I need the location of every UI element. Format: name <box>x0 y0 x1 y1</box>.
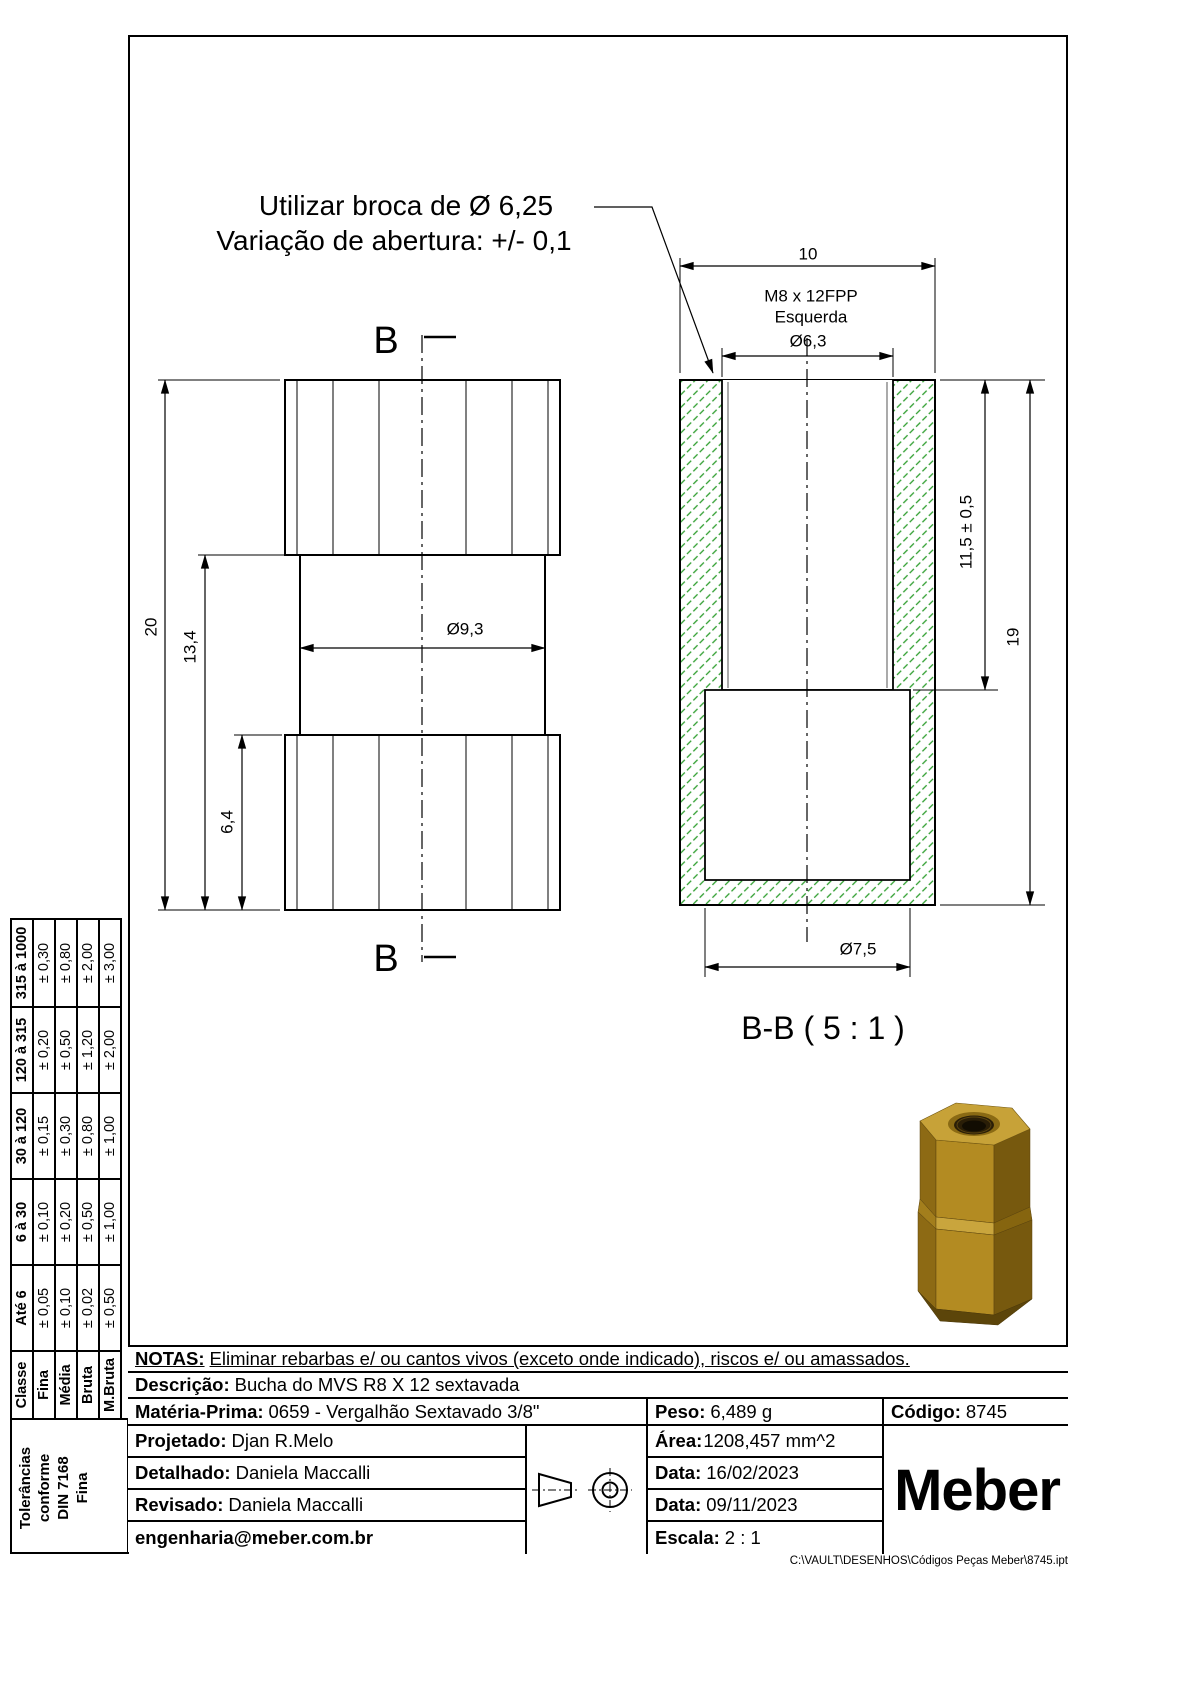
meber-logo: Meber <box>894 1457 1061 1523</box>
file-path: C:\VAULT\DESENHOS\Códigos Peças Meber\87… <box>789 1555 1068 1567</box>
raw-material-value: 0659 - Vergalhão Sextavado 3/8" <box>268 1400 540 1422</box>
tolerance-row-media: Média ± 0,10 ± 0,20 ± 0,30 ± 0,50 ± 0,80 <box>55 919 77 1419</box>
section-label-bottom: B <box>373 938 399 980</box>
first-angle-projection-icon <box>531 1468 632 1512</box>
weight-cell: Peso:6,489 g <box>648 1399 884 1426</box>
email-cell: engenharia@meber.com.br <box>128 1522 527 1554</box>
description-row: Descrição:Bucha do MVS R8 X 12 sextavada <box>128 1373 1068 1399</box>
drill-note-line1: Utilizar broca de Ø 6,25 <box>258 190 554 221</box>
detailed-by-cell: Detalhado:Daniela Maccalli <box>128 1458 527 1490</box>
notes-row: NOTAS:Eliminar rebarbas e/ ou cantos viv… <box>128 1347 1068 1373</box>
dim-section-width: 10 <box>798 244 818 264</box>
section-view <box>594 206 1045 977</box>
notas-label: NOTAS: <box>135 1348 205 1369</box>
dim-lower-height: 6,4 <box>217 810 237 834</box>
thread-hand: Esquerda <box>774 307 848 327</box>
weight-value: 6,489 g <box>710 1400 773 1422</box>
tol-h-30a120: 30 à 120 <box>11 1093 33 1179</box>
date1-cell: Data:16/02/2023 <box>648 1458 884 1490</box>
dim-mid-height: 13,4 <box>180 630 200 664</box>
thread-spec: M8 x 12FPP <box>764 286 858 306</box>
dim-section-height: 19 <box>1003 627 1023 647</box>
reviewed-by-cell: Revisado:Daniela Maccalli <box>128 1490 527 1522</box>
section-label-top: B <box>373 320 399 362</box>
left-extension-lines <box>158 379 296 911</box>
designed-by-cell: Projetado:Djan R.Melo <box>128 1426 527 1458</box>
description-value: Bucha do MVS R8 X 12 sextavada <box>234 1374 520 1395</box>
din-note-box <box>10 1418 129 1554</box>
drill-note-line2: Variação de abertura: +/- 0,1 <box>216 225 572 256</box>
tolerance-header-row: Classe Até 6 6 à 30 30 à 120 120 à 315 3… <box>11 919 33 1419</box>
hex-facet-lines <box>296 380 549 910</box>
notas-text: Eliminar rebarbas e/ ou cantos vivos (ex… <box>209 1348 910 1369</box>
area-cell: Área:1208,457 mm^2 <box>648 1426 884 1458</box>
raw-material-cell: Matéria-Prima:0659 - Vergalhão Sextavado… <box>128 1399 648 1426</box>
section-title: B-B ( 5 : 1 ) <box>741 1010 905 1046</box>
left-view <box>158 335 561 962</box>
note-leader-line <box>594 206 714 374</box>
tol-h-6a30: 6 à 30 <box>11 1179 33 1265</box>
din-tolerance-note: Tolerâncias conforme DIN 7168 Fina <box>17 1446 91 1530</box>
date2-cell: Data:09/11/2023 <box>648 1490 884 1522</box>
tolerance-row-mbruta: M.Bruta ± 0,50 ± 1,00 ± 1,00 ± 2,00 ± 3,… <box>99 919 121 1419</box>
dim-overall-height: 20 <box>141 617 161 637</box>
scale-cell: Escala:2 : 1 <box>648 1522 884 1554</box>
tol-h-ate6: Até 6 <box>11 1265 33 1351</box>
dim-outer-diameter: Ø9,3 <box>446 619 484 639</box>
tol-h-315a1000: 315 à 1000 <box>11 919 33 1007</box>
dim-bottom-bore: Ø7,5 <box>839 939 877 959</box>
title-block: NOTAS:Eliminar rebarbas e/ ou cantos viv… <box>128 1345 1068 1554</box>
tolerance-row-fina: Fina ± 0,05 ± 0,10 ± 0,15 ± 0,20 ± 0,30 <box>33 919 55 1419</box>
dim-bore-diameter: Ø6,3 <box>789 331 827 351</box>
part-code-value: 8745 <box>965 1400 1008 1422</box>
tolerance-table: Classe Até 6 6 à 30 30 à 120 120 à 315 3… <box>10 918 122 1420</box>
tol-h-classe: Classe <box>11 1351 33 1419</box>
tolerance-row-bruta: Bruta ± 0,02 ± 0,50 ± 0,80 ± 1,20 ± 2,00 <box>77 919 99 1419</box>
projection-symbol-cell <box>527 1426 648 1554</box>
dim-thread-depth: 11,5 ± 0,5 <box>956 494 976 570</box>
part-3d-render <box>917 1102 1033 1326</box>
code-cell: Código:8745 <box>884 1399 1068 1426</box>
section-dimension-lines <box>679 261 1035 972</box>
left-dimension-lines <box>160 379 546 911</box>
tol-h-120a315: 120 à 315 <box>11 1007 33 1093</box>
